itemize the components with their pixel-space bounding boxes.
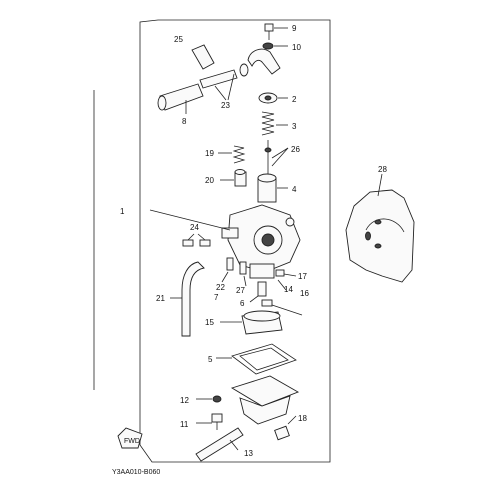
drain-bolt	[274, 425, 290, 441]
callout-27: 27	[236, 286, 245, 295]
callout-21: 21	[156, 294, 165, 303]
float-part	[241, 310, 283, 335]
jet-part	[249, 281, 267, 303]
elbow-fitting	[239, 48, 281, 77]
overflow-tube	[181, 261, 205, 337]
callout-25: 25	[174, 35, 183, 44]
needle-valve	[261, 299, 303, 316]
spring-part	[261, 111, 275, 136]
hose-25	[191, 44, 215, 70]
fwd-arrow-text: FWD	[124, 438, 140, 445]
idle-screw	[234, 169, 247, 187]
callout-7: 7	[214, 293, 219, 302]
float-bowl	[230, 375, 300, 425]
screw-part	[264, 23, 274, 40]
assembly-boundary	[139, 19, 331, 463]
bowl-screw	[211, 395, 223, 430]
callout-12: 12	[180, 396, 189, 405]
gasket-part	[231, 343, 297, 375]
callout-26: 26	[291, 145, 300, 154]
carburetor-cover	[345, 189, 415, 283]
callout-9: 9	[292, 24, 297, 33]
callout-6: 6	[240, 299, 245, 308]
callout-18: 18	[298, 414, 307, 423]
callout-1: 1	[120, 207, 125, 216]
throttle-slide	[257, 173, 277, 203]
drain-hose	[195, 427, 244, 462]
callout-5: 5	[208, 355, 213, 364]
callout-22: 22	[216, 283, 225, 292]
pilot-screw	[182, 233, 211, 247]
callout-3: 3	[292, 122, 297, 131]
idle-spring	[232, 145, 246, 164]
callout-10: 10	[292, 43, 301, 52]
callout-13: 13	[244, 449, 253, 458]
callout-8: 8	[182, 117, 187, 126]
callout-19: 19	[205, 149, 214, 158]
callout-11: 11	[180, 420, 189, 429]
washer-part	[262, 42, 274, 50]
hose-23	[199, 69, 238, 101]
callout-24: 24	[190, 223, 199, 232]
cap-part	[258, 92, 278, 104]
forward-arrow-icon: FWD	[117, 427, 143, 449]
hose-8	[157, 83, 204, 114]
callout-23: 23	[221, 101, 230, 110]
callout-17: 17	[298, 272, 307, 281]
callout-20: 20	[205, 176, 214, 185]
needle-part	[264, 140, 289, 178]
float-pin	[275, 269, 297, 291]
callout-15: 15	[205, 318, 214, 327]
callout-16: 16	[300, 289, 309, 298]
callout-2: 2	[292, 95, 297, 104]
drain-screw	[221, 257, 247, 287]
callout-28: 28	[378, 165, 387, 174]
carburetor-body	[221, 204, 301, 279]
callout-14: 14	[284, 285, 293, 294]
callout-4: 4	[292, 185, 297, 194]
diagram-code: Y3AA010-B060	[112, 469, 160, 476]
